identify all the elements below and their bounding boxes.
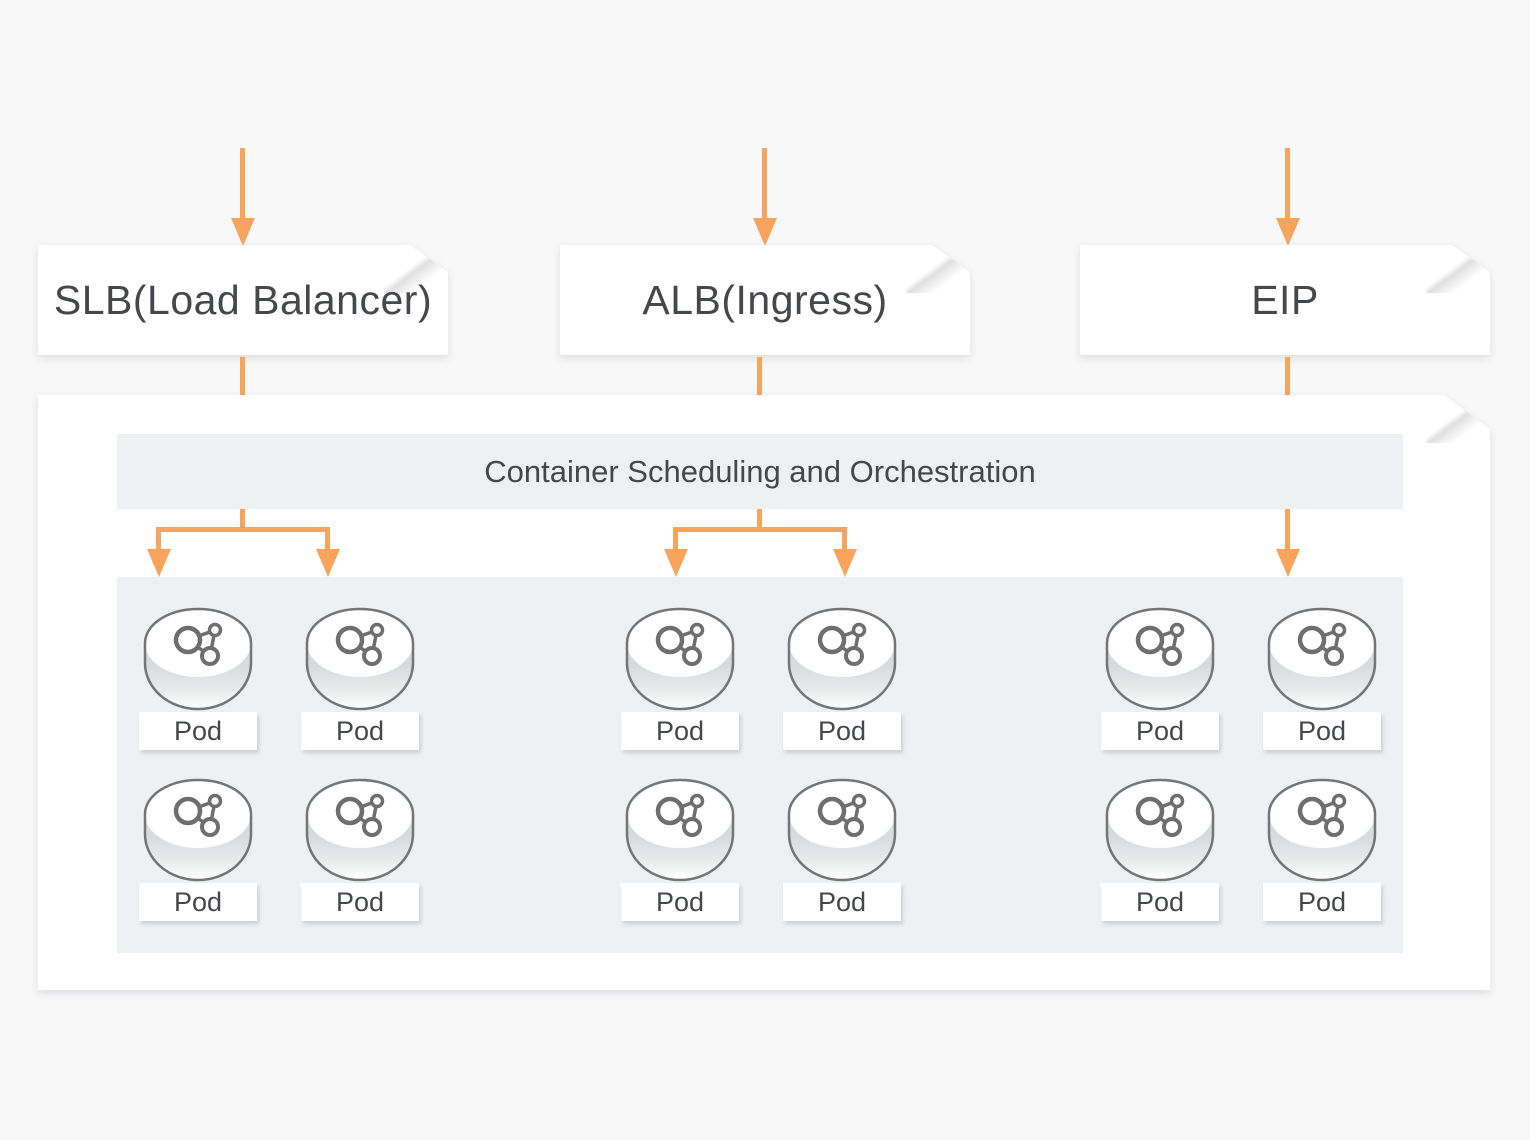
pod: Pod (1101, 607, 1219, 750)
pod-label: Pod (621, 883, 739, 921)
pod: Pod (301, 607, 419, 750)
orchestration-banner-label: Container Scheduling and Orchestration (484, 454, 1036, 489)
alb-split-bar-line (673, 527, 847, 532)
pod-label: Pod (1263, 883, 1381, 921)
pod-cylinder-icon (1267, 778, 1377, 882)
pod-label: Pod (783, 712, 901, 750)
pod-cylinder-icon (1267, 607, 1377, 711)
eip-node-label: EIP (1251, 277, 1319, 323)
pod-label: Pod (1101, 712, 1219, 750)
pod-cylinder-icon (305, 778, 415, 882)
slb-inbound-arrow-head-icon (231, 218, 255, 246)
eip-inbound-arrow-head-icon (1276, 218, 1300, 246)
pod-label: Pod (139, 883, 257, 921)
pod: Pod (301, 778, 419, 921)
alb-inbound-arrow-line (762, 148, 767, 219)
eip-inbound-arrow-line (1285, 148, 1290, 219)
pod-cylinder-icon (1105, 607, 1215, 711)
pod: Pod (139, 778, 257, 921)
pod-cylinder-icon (787, 778, 897, 882)
pod: Pod (783, 778, 901, 921)
slb-node-box: SLB(Load Balancer) (38, 245, 448, 355)
pod: Pod (139, 607, 257, 750)
pod: Pod (621, 607, 739, 750)
eip-to-pods-line (1285, 509, 1290, 551)
orchestration-banner: Container Scheduling and Orchestration (117, 434, 1403, 509)
alb-node-box: ALB(Ingress) (560, 245, 970, 355)
pod-label: Pod (301, 883, 419, 921)
slb-inbound-arrow-line (240, 148, 245, 219)
alb-node-label: ALB(Ingress) (642, 277, 888, 323)
pod-label: Pod (783, 883, 901, 921)
slb-split-left-drop-line (156, 527, 161, 550)
pod-cylinder-icon (625, 607, 735, 711)
pod: Pod (1263, 607, 1381, 750)
pod-cylinder-icon (143, 607, 253, 711)
slb-split-bar-line (156, 527, 330, 532)
pod-cylinder-icon (143, 778, 253, 882)
pod-cylinder-icon (1105, 778, 1215, 882)
pod-label: Pod (301, 712, 419, 750)
pod-label: Pod (139, 712, 257, 750)
alb-split-left-drop-line (673, 527, 678, 550)
slb-split-right-drop-line (325, 527, 330, 550)
pod-cylinder-icon (787, 607, 897, 711)
pod: Pod (1263, 778, 1381, 921)
eip-node-box: EIP (1080, 245, 1490, 355)
pod: Pod (1101, 778, 1219, 921)
pod: Pod (621, 778, 739, 921)
alb-split-right-drop-line (842, 527, 847, 550)
pod: Pod (783, 607, 901, 750)
alb-split-stem-line (757, 509, 762, 531)
pod-cylinder-icon (305, 607, 415, 711)
alb-inbound-arrow-head-icon (753, 218, 777, 246)
pod-cylinder-icon (625, 778, 735, 882)
pod-label: Pod (621, 712, 739, 750)
slb-split-stem-line (240, 509, 245, 531)
pod-label: Pod (1101, 883, 1219, 921)
slb-node-label: SLB(Load Balancer) (53, 277, 433, 323)
pod-label: Pod (1263, 712, 1381, 750)
